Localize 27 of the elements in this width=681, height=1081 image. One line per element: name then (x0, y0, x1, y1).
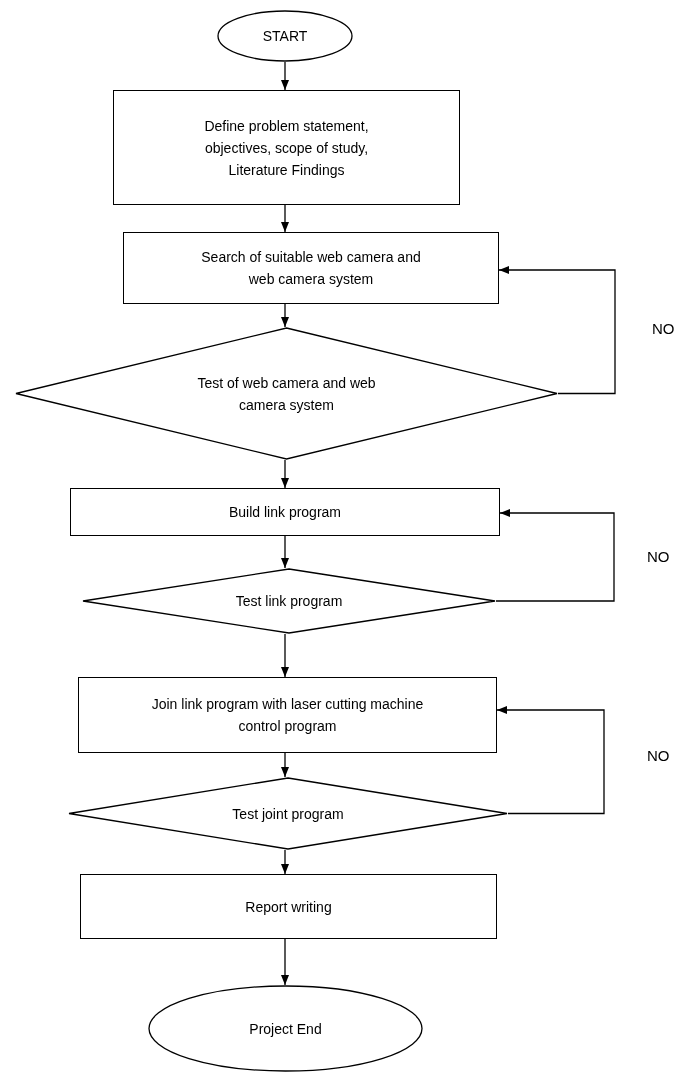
step-label: Search of suitable web camera and web camera system (200, 248, 422, 289)
step-label: Report writing (245, 897, 332, 917)
arrow (280, 633, 290, 678)
arrow (280, 849, 290, 875)
arrow (280, 303, 290, 328)
step-label: Test of web camera and web camera system (196, 373, 377, 415)
arrow (495, 508, 615, 602)
step-label: Test link program (235, 592, 343, 611)
arrow (496, 705, 605, 815)
step-label: Build link program (228, 503, 342, 522)
step-label: Join link program with laser cutting machine control program (150, 695, 425, 736)
arrow (280, 535, 290, 569)
step-label: Project End (249, 1019, 322, 1039)
step-label: START (262, 27, 308, 46)
arrow (498, 265, 616, 395)
step-label: Define problem statement, objectives, scope of study, Literature Findings (203, 116, 370, 180)
arrow (280, 61, 290, 91)
arrow (280, 752, 290, 778)
arrow (280, 459, 290, 489)
process-box (80, 874, 497, 939)
step-label: Test joint program (232, 804, 344, 824)
arrow (280, 938, 290, 986)
process-box (70, 488, 500, 536)
arrow (280, 204, 290, 233)
process-box (113, 90, 460, 205)
process-box (123, 232, 499, 304)
process-box (78, 677, 497, 753)
